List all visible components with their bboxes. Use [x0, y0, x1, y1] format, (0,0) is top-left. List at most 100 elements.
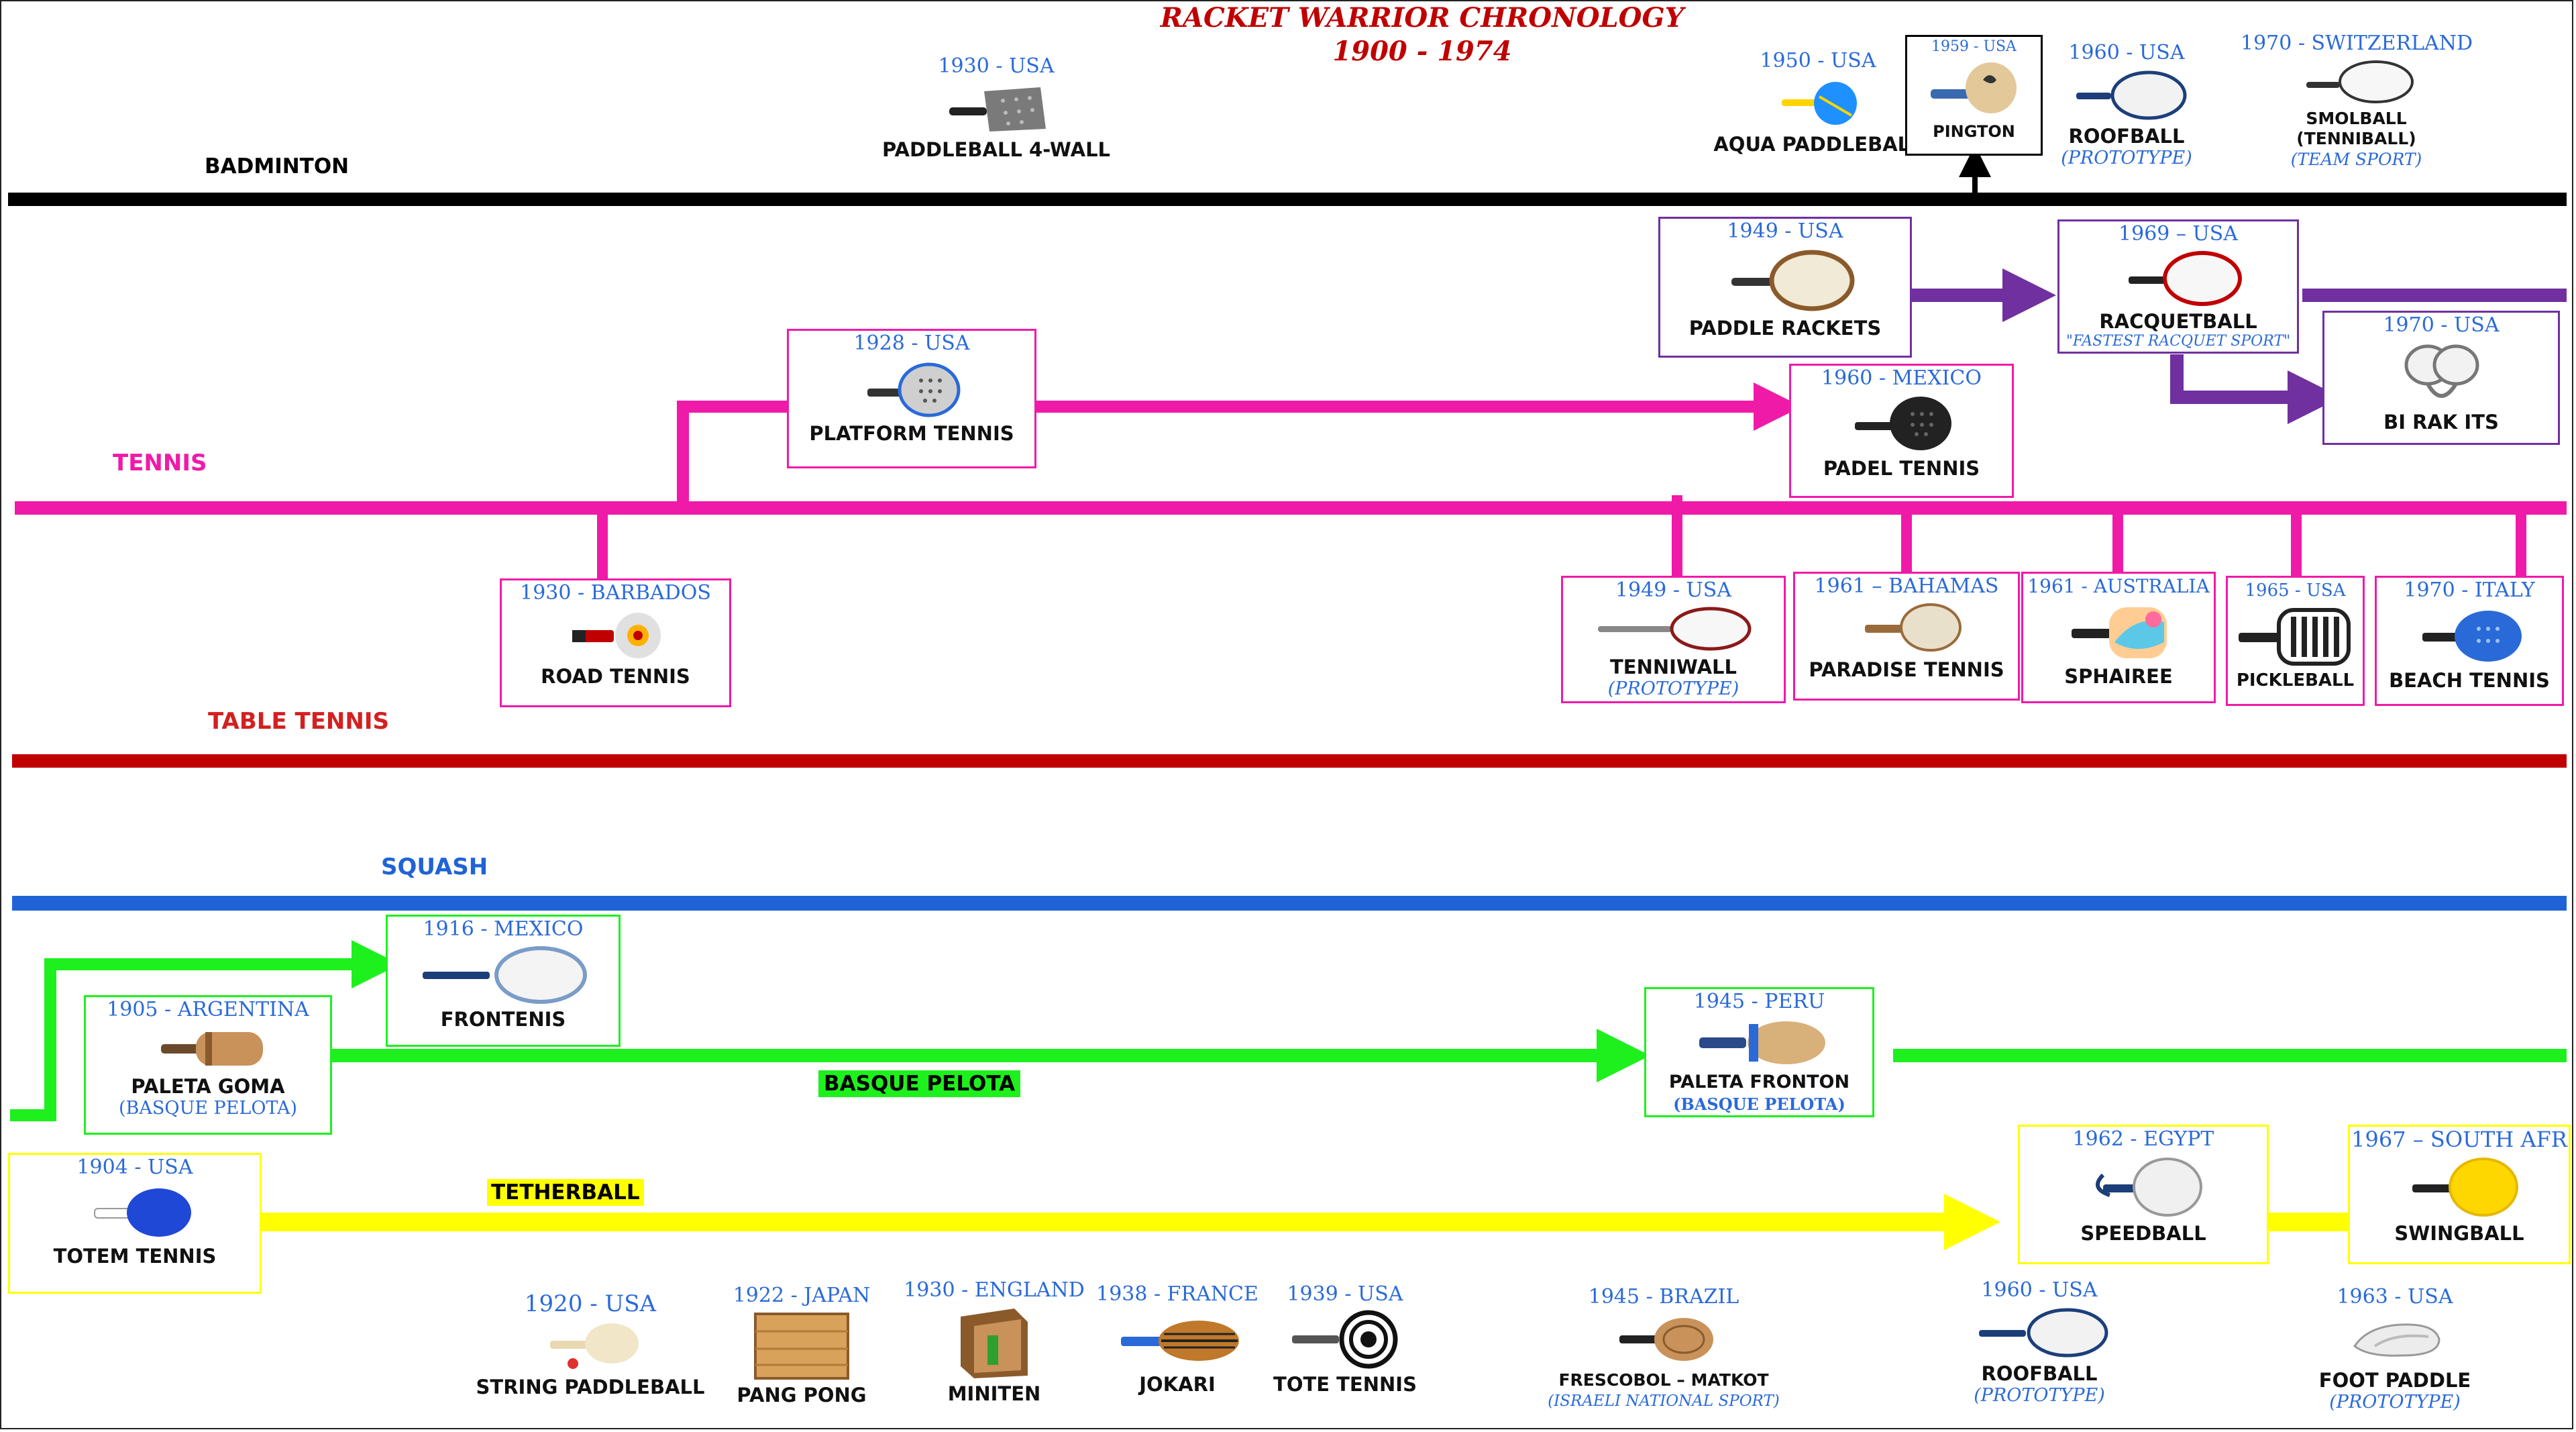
item-pang-pong: 1922 - JAPAN PANG PONG [718, 1283, 885, 1407]
item-racquetball: 1969 – USA RACQUETBALL "FASTEST RACQUET … [2057, 219, 2299, 354]
paddle-icon [1292, 1310, 1398, 1369]
board-icon [754, 1313, 849, 1380]
racket-icon [2412, 1158, 2518, 1217]
item-year: 1960 - USA [2068, 41, 2185, 64]
paddle-icon [1930, 62, 2017, 113]
lane-label-tetherball: TETHERBALL [487, 1179, 644, 1206]
racket-icon [2306, 60, 2414, 103]
paddle-icon [2072, 607, 2167, 658]
item-name: FRESCOBOL – MATKOT [1558, 1370, 1769, 1390]
item-name: FOOT PADDLE [2318, 1369, 2471, 1392]
item-bi-rak-its: 1970 - USA BI RAK ITS [2322, 311, 2560, 445]
item-paleta-fronton: 1945 - PERU PALETA FRONTON (BASQUE PELOT… [1644, 987, 1874, 1117]
item-year: 1930 - ENGLAND [904, 1278, 1085, 1302]
item-name: ROAD TENNIS [541, 665, 690, 688]
item-swingball: 1967 – SOUTH AFR SWINGBALL [2348, 1125, 2571, 1264]
board-icon [961, 1309, 1028, 1378]
paddle-icon [161, 1032, 263, 1066]
item-frontenis: 1916 - MEXICO FRONTENIS [386, 915, 621, 1047]
paddle-icon [94, 1188, 191, 1237]
item-name: STRING PADDLEBALL [476, 1376, 705, 1398]
paddle-icon [2422, 611, 2522, 662]
item-name: PICKLEBALL [2236, 670, 2355, 691]
item-year: 1950 - USA [1760, 49, 1876, 72]
item-year: 1905 - ARGENTINA [107, 998, 309, 1021]
item-year: 1961 – BAHAMAS [1814, 574, 1999, 598]
paddle-icon [572, 613, 661, 658]
lane-label-squash: SQUASH [381, 854, 488, 880]
chart-title-line2: 1900 - 1974 [1332, 36, 1512, 67]
item-pickleball: 1965 - USA PICKLEBALL [2226, 576, 2365, 706]
paddle-icon [2353, 1323, 2440, 1357]
tennis-branch-platform [677, 401, 788, 508]
basque-start [10, 940, 400, 1121]
item-name: BI RAK ITS [2383, 411, 2499, 433]
item-year: 1962 - EGYPT [2072, 1127, 2214, 1151]
item-note: (PROTOTYPE) [2061, 148, 2192, 168]
item-year: 1970 - SWITZERLAND [2241, 32, 2473, 55]
item-jokari: 1938 - FRANCE JOKARI [1093, 1282, 1261, 1396]
item-sphairee: 1961 - AUSTRALIA SPHAIREE [2021, 572, 2216, 703]
racket-icon [2076, 70, 2187, 120]
item-name: FRONTENIS [440, 1008, 566, 1031]
item-string-paddleball: 1920 - USA STRING PADDLEBALL [470, 1291, 711, 1398]
racket-icon [1597, 607, 1751, 651]
item-year: 1949 - USA [1615, 578, 1732, 602]
item-name: BEACH TENNIS [2389, 669, 2550, 692]
item-name: PALETA FRONTON [1668, 1072, 1850, 1092]
lane-label-badminton: BADMINTON [205, 154, 350, 178]
item-name: RACQUETBALL [2099, 310, 2257, 333]
item-year: 1970 - USA [2383, 313, 2500, 337]
chart-title: RACKET WARRIOR CHRONOLOGY 1900 - 1974 [1100, 1, 1744, 68]
lane-label-tennis: TENNIS [113, 450, 207, 476]
item-platform-tennis: 1928 - USA PLATFORM TENNIS [787, 329, 1036, 468]
racket-icon [1979, 1308, 2108, 1358]
item-name: JOKARI [1139, 1373, 1216, 1396]
racket-icon [2129, 251, 2242, 306]
item-pington: 1959 - USA PINGTON [1905, 35, 2043, 156]
item-tenniwall: 1949 - USA TENNIWALL (PROTOTYPE) [1561, 576, 1786, 703]
paddle-icon [550, 1323, 639, 1369]
item-aqua-paddleball: 1950 - USA AQUA PADDLEBALL [1704, 48, 1932, 156]
item-paddleball-4wall: 1930 - USA PADDLEBALL 4-WALL [872, 54, 1120, 161]
item-note: "FASTEST RACQUET SPORT" [2065, 333, 2291, 350]
item-name: TOTE TENNIS [1273, 1373, 1417, 1396]
racket-icon [1731, 250, 1855, 311]
item-year: 1960 - MEXICO [1821, 366, 1982, 390]
item-year: 1916 - MEXICO [423, 917, 584, 941]
item-year: 1965 - USA [2245, 580, 2346, 601]
item-foot-paddle: 1963 - USA FOOT PADDLE (PROTOTYPE) [2294, 1284, 2496, 1413]
item-year: 1949 - USA [1727, 219, 1843, 243]
paddle-icon [949, 87, 1046, 132]
item-year: 1945 - PERU [1693, 990, 1825, 1013]
item-name: PINGTON [1933, 122, 2015, 141]
item-note: (BASQUE PELOTA) [1673, 1094, 1845, 1114]
item-frescobol: 1945 - BRAZIL FRESCOBOL – MATKOT (ISRAEL… [1536, 1284, 1791, 1411]
item-speedball: 1962 - EGYPT SPEEDBALL [2018, 1125, 2269, 1264]
item-name: MINITEN [947, 1382, 1041, 1405]
item-tote-tennis: 1939 - USA TOTE TENNIS [1261, 1282, 1429, 1396]
item-name: PADDLEBALL 4-WALL [881, 138, 1111, 161]
item-year: 1939 - USA [1287, 1282, 1403, 1306]
item-year: 1922 - JAPAN [733, 1284, 871, 1307]
chart-title-line1: RACKET WARRIOR CHRONOLOGY [1160, 2, 1684, 34]
item-name: ROOFBALL [2068, 125, 2185, 148]
item-year: 1904 - USA [76, 1156, 193, 1179]
item-name: PALETA GOMA [131, 1075, 285, 1098]
lane-label-table-tennis: TABLE TENNIS [208, 708, 389, 735]
item-name: SWINGBALL [2394, 1222, 2524, 1245]
paddle-icon [1121, 1321, 1239, 1361]
racket-icon [2404, 344, 2479, 398]
item-note: (TEAM SPORT) [2290, 150, 2422, 169]
item-padel-tennis: 1960 - MEXICO PADEL TENNIS [1789, 364, 2014, 498]
lane-label-basque-pelota: BASQUE PELOTA [818, 1070, 1021, 1097]
item-year: 1928 - USA [853, 331, 970, 355]
paddle-icon [2238, 608, 2351, 666]
item-note: (PROTOTYPE) [2329, 1392, 2461, 1413]
item-year: 1967 – SOUTH AFR [2351, 1127, 2567, 1152]
item-paddle-rackets: 1949 - USA PADDLE RACKETS [1658, 217, 1912, 358]
item-name: SPHAIREE [2064, 665, 2173, 688]
